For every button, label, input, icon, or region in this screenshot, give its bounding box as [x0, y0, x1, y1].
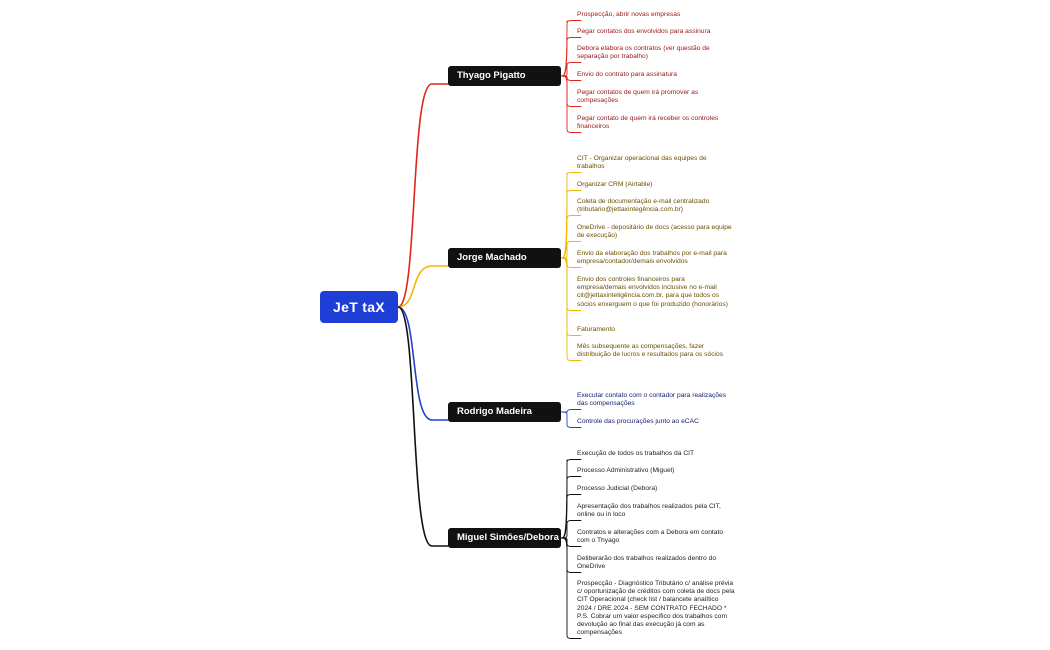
leaf-topic[interactable]: OneDrive - depositário de docs (acesso p…	[577, 224, 732, 240]
root-node[interactable]: JeT taX	[320, 291, 398, 323]
branch-connector-thyago-pigatto	[397, 83, 449, 308]
leaf-topic[interactable]: Executar contato com o contador para rea…	[577, 392, 727, 408]
leaf-topic[interactable]: Debora elabora os contratos (ver questão…	[577, 45, 710, 61]
leaf-topic[interactable]: Coleta de documentação e-mail centraliza…	[577, 198, 710, 214]
leaf-topic[interactable]: Processo Judicial (Debora)	[577, 485, 658, 492]
leaf-topic[interactable]: Pegar contatos dos envolvidos para assin…	[577, 28, 711, 35]
leaf-topic[interactable]: Prospecção, abrir novas empresas	[577, 11, 681, 18]
leaf-connector	[560, 537, 582, 639]
leaf-topic[interactable]: Organizar CRM (Airtable)	[577, 181, 653, 188]
leaf-topic[interactable]: Envio da elaboração dos trabalhos por e-…	[577, 250, 727, 266]
leaf-connector	[560, 215, 582, 259]
leaf-topic[interactable]: Envio do contrato para assinatura	[577, 71, 678, 78]
branch-node-miguel-sim-es-debora[interactable]: Miguel Simões/Debora	[448, 528, 561, 548]
branch-connector-miguel-sim-es-debora	[397, 306, 449, 547]
leaf-topic[interactable]: Processo Administrativo (Miguel)	[577, 467, 675, 474]
leaf-connector	[560, 257, 582, 361]
leaf-connector	[560, 494, 582, 539]
leaf-topic[interactable]: Contratos e alterações com a Debora em c…	[577, 529, 724, 545]
leaf-connector	[560, 411, 582, 428]
leaf-topic[interactable]: Execução de todos os trabalhos da CIT	[577, 450, 695, 457]
leaf-topic[interactable]: Controle das procurações junto ao eCAC	[577, 418, 699, 425]
leaf-connector	[560, 75, 582, 133]
leaf-topic[interactable]: Pegar contato de quem irá receber os con…	[577, 115, 719, 131]
branch-connector-rodrigo-madeira	[397, 306, 449, 421]
branch-connector-jorge-machado	[397, 265, 449, 308]
branch-node-thyago-pigatto[interactable]: Thyago Pigatto	[448, 66, 561, 86]
leaf-topic[interactable]: CIT - Organizar operacional das equipes …	[577, 155, 707, 171]
branch-node-jorge-machado[interactable]: Jorge Machado	[448, 248, 561, 268]
leaf-topic[interactable]: Deliberarão dos trabalhos realizados den…	[577, 555, 717, 571]
leaf-topic[interactable]: Apresentação dos trabalhos realizados pe…	[577, 503, 721, 519]
leaf-topic[interactable]: Mês subsequente as compensações, fazer d…	[577, 343, 724, 359]
branch-node-rodrigo-madeira[interactable]: Rodrigo Madeira	[448, 402, 561, 422]
leaf-topic[interactable]: Envio dos controles financeiros para emp…	[577, 276, 728, 308]
leaf-topic[interactable]: Faturamento	[577, 326, 615, 333]
leaf-topic[interactable]: Pegar contatos de quem irá promover as c…	[577, 89, 699, 105]
leaf-connector	[560, 37, 582, 77]
leaf-topic[interactable]: Prospecção - Diagnóstico Tributário c/ a…	[577, 580, 735, 637]
